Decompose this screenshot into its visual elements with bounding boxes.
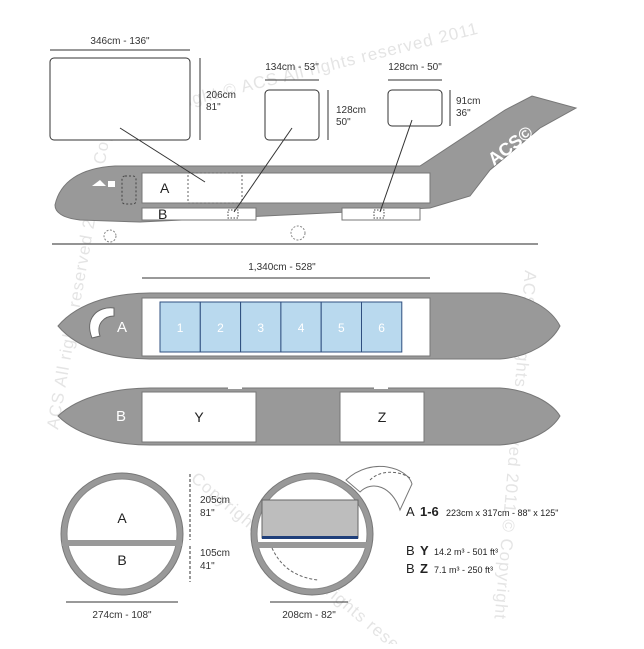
pallet-base bbox=[262, 536, 358, 539]
aft-lower-door-callout bbox=[387, 89, 443, 127]
fwd-lower-hold-side bbox=[141, 207, 257, 221]
lower-deck-fuselage bbox=[57, 387, 561, 446]
spec-by-hold: Y bbox=[420, 543, 429, 558]
aft-lower-door-width: 128cm - 50" bbox=[388, 62, 442, 73]
cockpit-seats-icon bbox=[89, 307, 115, 339]
pallet-position-label: 5 bbox=[338, 321, 345, 335]
deck-label-a-side: A bbox=[160, 180, 170, 196]
main-door-height-cm: 206cm bbox=[206, 90, 236, 101]
pallet-position-label: 6 bbox=[378, 321, 385, 335]
spec-a-size: 223cm x 317cm - 88" x 125" bbox=[446, 508, 558, 518]
cross-section-label-b: B bbox=[117, 552, 126, 568]
deck-label-b-side: B bbox=[158, 206, 167, 222]
door-cross-section: 208cm - 82" bbox=[250, 465, 413, 621]
fwd-lower-door-height-cm: 128cm bbox=[336, 105, 366, 116]
main-door-callout bbox=[49, 57, 191, 141]
pallet-position-2 bbox=[199, 301, 242, 353]
aft-lower-door-leader bbox=[379, 119, 413, 213]
main-door-width: 346cm - 136" bbox=[90, 36, 150, 47]
main-deck-side bbox=[141, 172, 431, 204]
pallet-position-label: 3 bbox=[257, 321, 264, 335]
cabin-floor bbox=[62, 540, 182, 546]
spec-a-positions: 1-6 bbox=[420, 504, 439, 519]
cockpit-window-icon bbox=[92, 180, 106, 186]
pallet-position-label: 2 bbox=[217, 321, 224, 335]
lower-height-cm: 105cm bbox=[200, 548, 230, 559]
nose-gear-icon bbox=[103, 229, 117, 243]
pallet-position-6 bbox=[361, 301, 403, 353]
spec-bz-label: B bbox=[406, 561, 415, 576]
pallet-position-label: 1 bbox=[177, 321, 184, 335]
fwd-lower-door-height-in: 50" bbox=[336, 117, 351, 128]
hold-y-label: Y bbox=[194, 409, 204, 425]
spec-by-volume: 14.2 m³ - 501 ft³ bbox=[434, 547, 498, 557]
main-deck-label: A bbox=[117, 319, 127, 336]
crew-door-outline bbox=[121, 175, 137, 205]
spec-by-label: B bbox=[406, 543, 415, 558]
upper-height-in: 81" bbox=[200, 508, 215, 519]
lower-deck-plan: B Y Z bbox=[57, 385, 561, 446]
door-swing-arc bbox=[369, 471, 411, 481]
spec-bz-hold: Z bbox=[420, 561, 428, 576]
main-deck-length: 1,340cm - 528" bbox=[248, 262, 316, 273]
open-cargo-door-icon bbox=[345, 465, 413, 512]
pallet-position-4 bbox=[280, 301, 322, 353]
fwd-lower-door-callout bbox=[264, 89, 320, 141]
cross-section-label-a: A bbox=[117, 510, 127, 526]
hold-y bbox=[141, 391, 257, 443]
main-gear-icon bbox=[290, 225, 306, 241]
pallet-position-label: 4 bbox=[298, 321, 305, 335]
fwd-lower-door-leader bbox=[233, 127, 293, 213]
door-cabin-floor bbox=[256, 542, 368, 548]
main-deck-plan: 1,340cm - 528" A 1 2 3 4 5 6 bbox=[57, 262, 561, 360]
pallet-position-5 bbox=[320, 301, 363, 353]
cockpit-window-icon bbox=[108, 181, 115, 187]
aft-lower-door-height-cm: 91cm bbox=[456, 96, 480, 107]
main-door-leader bbox=[119, 127, 206, 183]
specs-legend: A 1-6 223cm x 317cm - 88" x 125" B Y 14.… bbox=[406, 504, 558, 576]
pallet-positions: 1 2 3 4 5 6 bbox=[159, 301, 403, 353]
lower-deck-label: B bbox=[116, 408, 126, 425]
side-view: ACS© A B 346cm - 136" 206cm 81" 134cm - … bbox=[49, 36, 578, 245]
pallet-position-3 bbox=[240, 301, 282, 353]
lower-door-marker bbox=[374, 385, 388, 389]
cross-width: 274cm - 108" bbox=[92, 610, 152, 621]
lower-door-marker bbox=[228, 385, 242, 389]
cross-section: A B 205cm 81" 105cm 41" 274cm - 108" bbox=[60, 472, 230, 621]
door-width: 208cm - 82" bbox=[282, 610, 336, 621]
aft-lower-door-height-in: 36" bbox=[456, 108, 471, 119]
lower-height-in: 41" bbox=[200, 561, 215, 572]
fwd-lower-door-width: 134cm - 53" bbox=[265, 62, 319, 73]
upper-height-cm: 205cm bbox=[200, 495, 230, 506]
main-door-outline bbox=[187, 172, 243, 204]
fuselage-interior bbox=[66, 478, 178, 590]
main-door-height-in: 81" bbox=[206, 102, 221, 113]
spec-bz-volume: 7.1 m³ - 250 ft³ bbox=[434, 565, 493, 575]
hold-z bbox=[339, 391, 425, 443]
lower-door-swing-arc bbox=[271, 547, 319, 581]
pallet-position-1 bbox=[159, 301, 201, 353]
hold-z-label: Z bbox=[378, 409, 387, 425]
spec-a-label: A bbox=[406, 504, 415, 519]
loaded-pallet bbox=[261, 499, 359, 539]
